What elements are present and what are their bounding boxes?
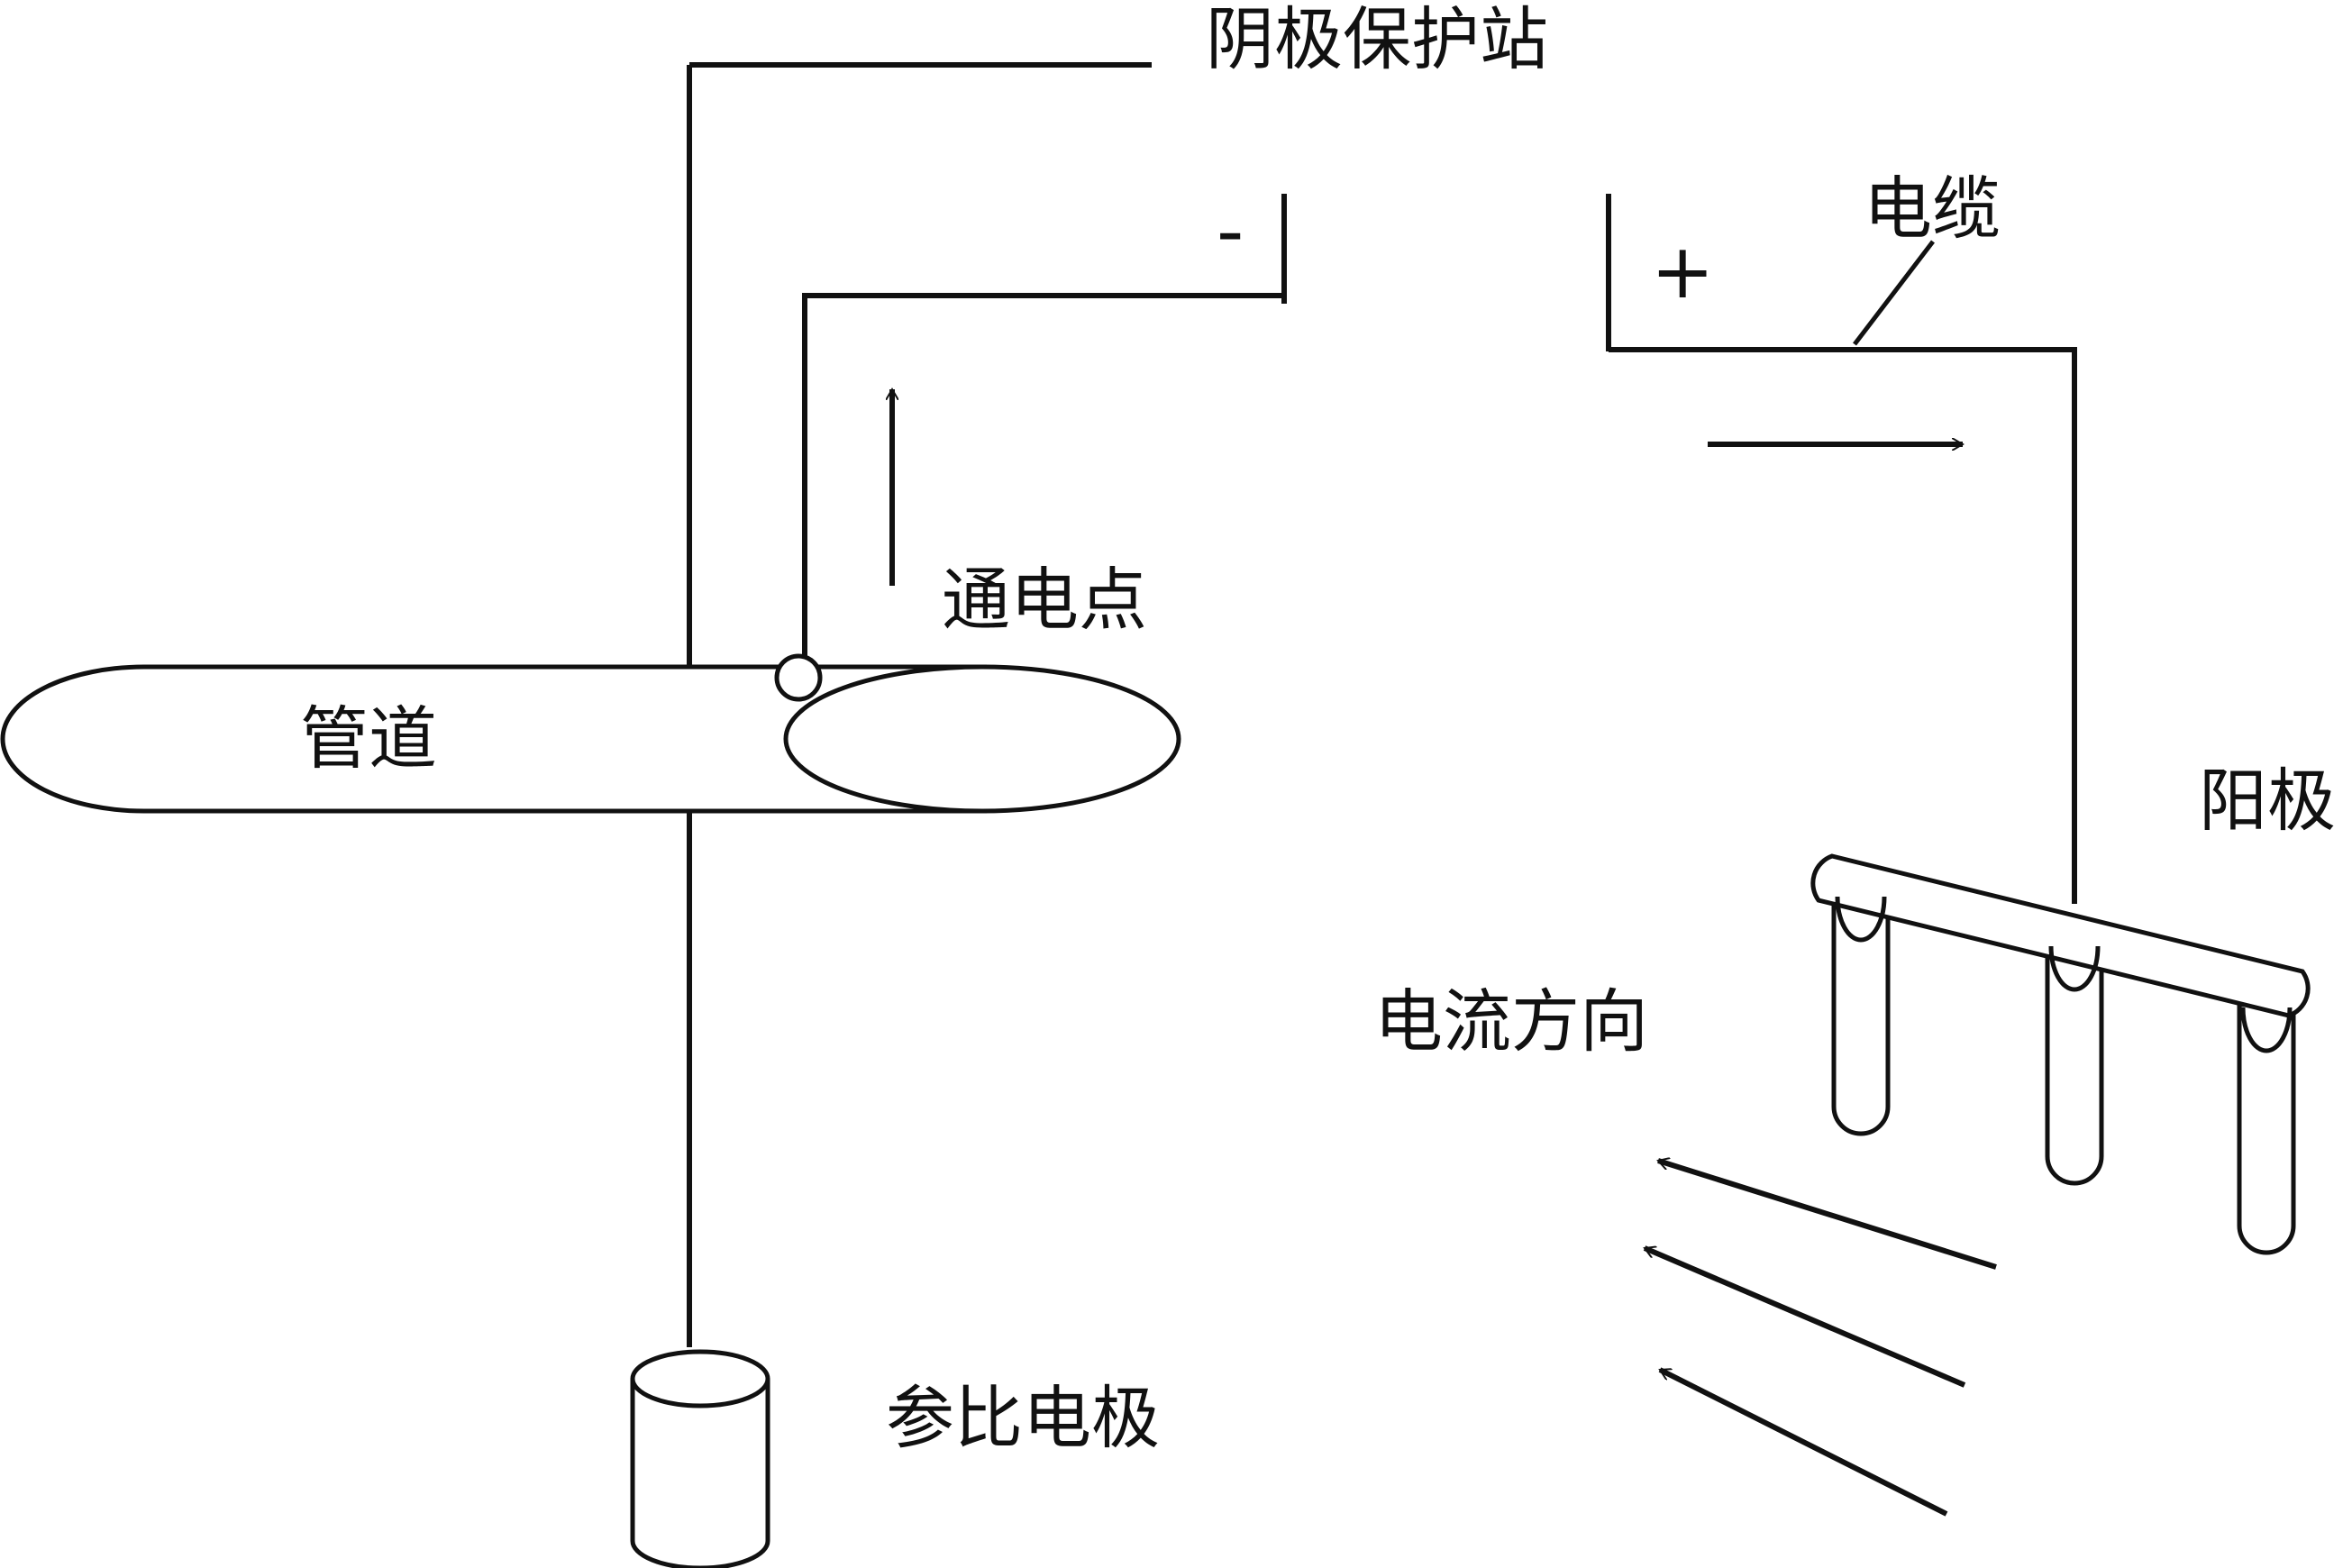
anode-label: 阳极: [2199, 761, 2336, 841]
current-direction-label: 电流方向: [1374, 981, 1648, 1062]
cable-leader-line: [1853, 240, 1935, 346]
plus-terminal-label: +: [1651, 227, 1714, 315]
energizing-point-label: 通电点: [942, 560, 1147, 640]
current-arrow-1: [1658, 1161, 1997, 1270]
pipeline: [0, 664, 1181, 814]
minus-terminal-label: -: [1217, 187, 1244, 275]
anode-rod-2: [2045, 937, 2104, 1186]
pipeline-end: [783, 664, 1181, 814]
negative-lead: [802, 194, 1287, 656]
anode-assembly: [1810, 853, 2311, 1255]
cable-label: 电缆: [1864, 169, 2001, 249]
positive-cable: [1606, 194, 2077, 904]
anode-rod-3: [2237, 1002, 2296, 1255]
anode-rod-1: [1831, 894, 1891, 1136]
current-direction-arrows: [1645, 1161, 1997, 1517]
reference-electrode: [630, 1349, 770, 1568]
station-label: 阴极保护站: [1206, 0, 1548, 79]
current-arrow-3: [1660, 1367, 1948, 1517]
reference-electrode-label: 参比电极: [886, 1378, 1160, 1458]
energizing-point-marker: [774, 653, 823, 702]
pipeline-label: 管道: [300, 698, 437, 779]
current-arrow-2: [1645, 1245, 1966, 1388]
